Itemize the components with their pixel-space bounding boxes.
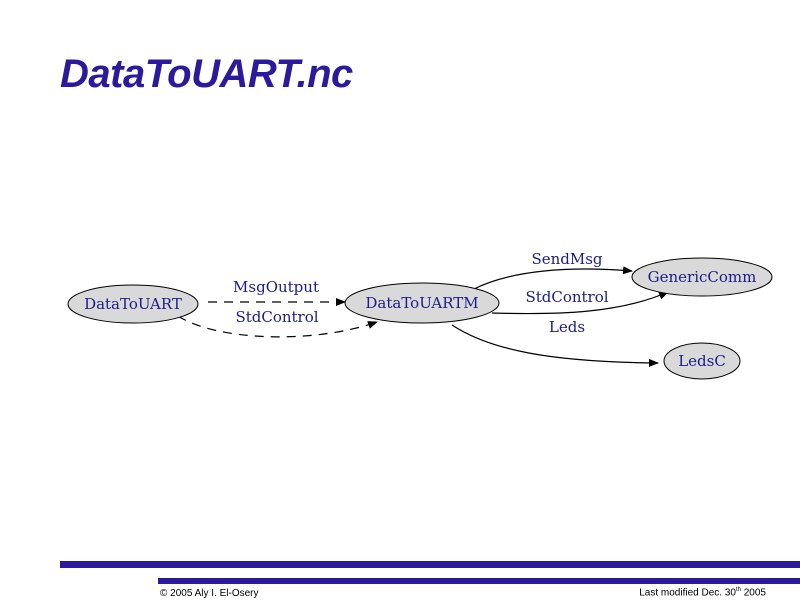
edge-sendmsg: [471, 266, 633, 291]
edge-stdcontrol-a: [177, 315, 378, 338]
edge-label-sendmsg: SendMsg: [531, 250, 602, 268]
footer-modified-sup: th: [735, 587, 741, 593]
footer-modified-year: 2005: [740, 587, 766, 599]
footer-rule-thick: [60, 561, 800, 568]
node-ledsc: LedsC: [663, 342, 741, 380]
node-datatouartm-label: DataToUARTM: [365, 294, 478, 312]
footer-last-modified: Last modified Dec. 30th 2005: [639, 587, 766, 598]
footer-rule-thin: [158, 578, 800, 584]
edge-leds: [451, 324, 659, 367]
node-datatouart: DataToUART: [67, 284, 199, 324]
footer-copyright: © 2005 Aly I. El-Osery: [160, 588, 259, 599]
node-datatouartm: DataToUARTM: [344, 282, 500, 324]
edge-label-msgoutput: MsgOutput: [233, 278, 319, 296]
edge-label-stdcontrol-b: StdControl: [525, 288, 608, 306]
edge-label-stdcontrol-a: StdControl: [235, 308, 318, 326]
node-genericcomm: GenericComm: [631, 257, 773, 297]
footer-modified-prefix: Last modified Dec. 30: [639, 587, 736, 599]
edge-stdcontrol-b: [491, 291, 669, 315]
edge-label-leds: Leds: [549, 318, 585, 336]
node-genericcomm-label: GenericComm: [648, 268, 757, 286]
component-wiring-diagram: DataToUART DataToUARTM GenericComm LedsC…: [67, 250, 773, 380]
node-datatouart-label: DataToUART: [84, 295, 182, 313]
node-ledsc-label: LedsC: [678, 352, 726, 370]
slide-title: DataToUART.nc: [60, 52, 353, 96]
